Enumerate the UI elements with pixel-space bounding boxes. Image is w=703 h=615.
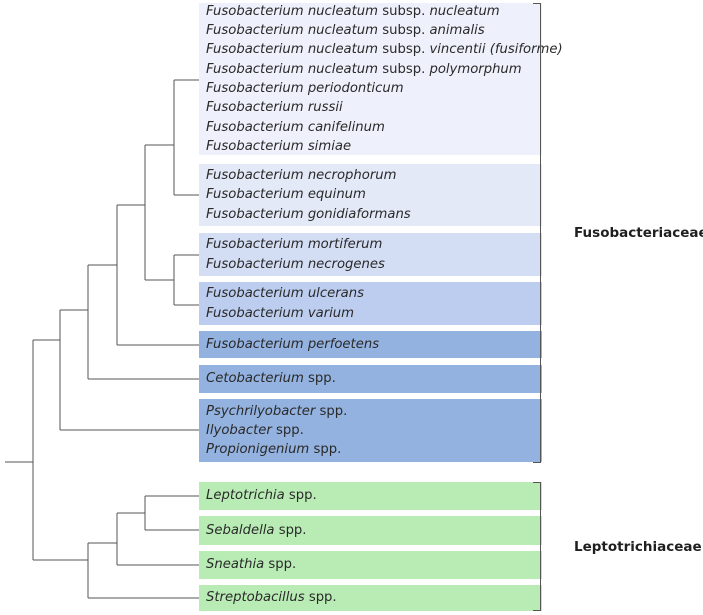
fusobacteriaceae-label: Fusobacteriaceae xyxy=(574,225,703,241)
taxon-group: Fusobacterium perfoetens xyxy=(199,331,542,358)
taxon-group: Streptobacillus spp. xyxy=(199,585,542,611)
taxon-name: Fusobacterium periodonticum xyxy=(206,81,404,96)
taxon-name: Ilyobacter spp. xyxy=(206,422,304,438)
taxon-name: Fusobacterium necrogenes xyxy=(206,256,385,272)
taxon-name: Fusobacterium mortiferum xyxy=(206,237,383,253)
taxon-name: Fusobacterium nucleatum subsp. nucleatum xyxy=(206,3,500,19)
taxon-group: Cetobacterium spp. xyxy=(199,365,542,393)
taxon-name: Psychrilyobacter spp. xyxy=(206,403,348,419)
taxon-name: Fusobacterium ulcerans xyxy=(206,286,364,302)
taxon-name: Fusobacterium canifelinum xyxy=(206,119,385,135)
taxon-name: Fusobacterium necrophorum xyxy=(206,168,397,184)
taxon-name: Fusobacterium nucleatum subsp. vincentii… xyxy=(206,42,563,58)
taxon-name: Fusobacterium simiae xyxy=(206,138,352,154)
taxon-name: Fusobacterium varium xyxy=(206,305,354,321)
fusobacteriaceae-bracket xyxy=(533,3,541,463)
taxon-name: Fusobacterium russii xyxy=(206,100,343,116)
taxon-name: Fusobacterium perfoetens xyxy=(206,336,380,352)
taxon-name: Sneathia spp. xyxy=(206,557,297,573)
taxon-group: Sebaldella spp. xyxy=(199,516,542,545)
taxon-name: Fusobacterium nucleatum subsp. animalis xyxy=(206,23,485,39)
taxon-name: Streptobacillus spp. xyxy=(206,590,337,606)
taxon-group: Fusobacterium nucleatum subsp. nucleatum… xyxy=(199,3,563,155)
taxon-name: Leptotrichia spp. xyxy=(206,488,317,504)
taxon-name: Propionigenium spp. xyxy=(206,442,342,458)
taxon-name: Fusobacterium gonidiaformans xyxy=(206,206,411,222)
taxon-group: Leptotrichia spp. xyxy=(199,482,542,510)
leptotrichiaceae-label: Leptotrichiaceae xyxy=(574,539,702,555)
taxon-name: Fusobacterium nucleatum subsp. polymorph… xyxy=(206,61,522,77)
taxon-name: Cetobacterium spp. xyxy=(206,371,336,387)
taxon-name: Sebaldella spp. xyxy=(206,522,307,538)
taxon-name: Fusobacterium equinum xyxy=(206,187,366,203)
taxon-group: Sneathia spp. xyxy=(199,551,542,579)
taxon-group: Psychrilyobacter spp. Ilyobacter spp. Prop… xyxy=(199,399,542,462)
leptotrichiaceae-bracket xyxy=(533,482,541,611)
